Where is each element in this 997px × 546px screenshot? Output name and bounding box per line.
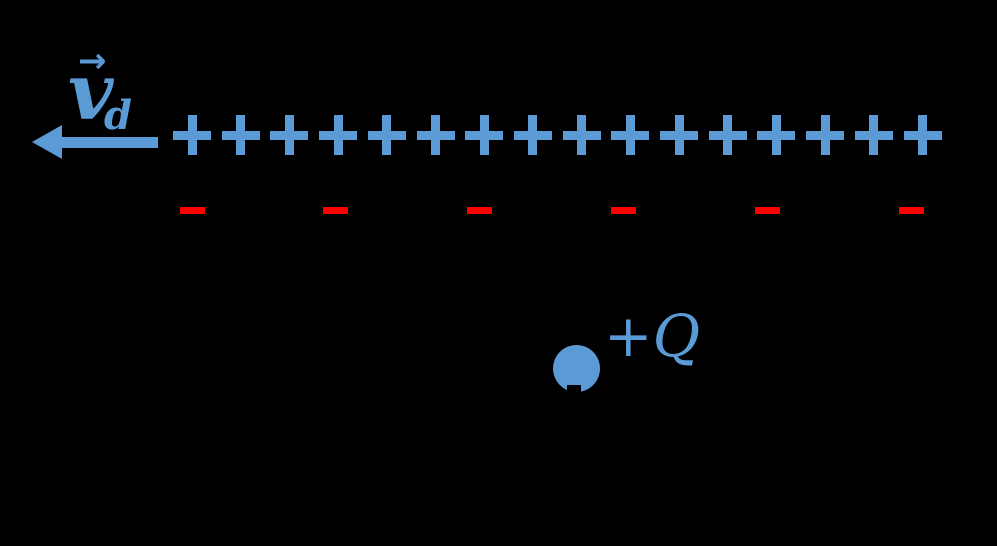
minus-charge-icon: [323, 207, 349, 214]
plus-charge-icon: [854, 115, 893, 155]
plus-charge-icon: [270, 115, 309, 155]
arrow-shaft: [60, 137, 158, 148]
minus-charge-icon: [179, 207, 205, 214]
plus-charge-icon: [416, 115, 455, 155]
plus-charge-icon: [221, 115, 260, 155]
vector-arrow-icon: →: [78, 41, 107, 81]
velocity-subscript: d: [104, 92, 132, 139]
minus-charge-icon: [754, 207, 780, 214]
minus-charge-icon: [898, 207, 924, 214]
point-charge-label: +Q: [604, 302, 701, 370]
plus-charge-icon: [611, 115, 650, 155]
negative-charge-row: [0, 207, 997, 215]
velocity-symbol: v: [68, 47, 114, 138]
plus-charge-icon: [708, 115, 747, 155]
plus-charge-icon: [562, 115, 601, 155]
plus-charge-icon: [465, 115, 504, 155]
arrow-head-icon: [32, 125, 62, 159]
plus-charge-icon: [173, 115, 211, 155]
positive-charge-row: [0, 115, 997, 155]
minus-charge-icon: [467, 207, 493, 214]
plus-charge-icon: [513, 115, 552, 155]
plus-charge-icon: [367, 115, 406, 155]
plus-charge-icon: [806, 115, 845, 155]
point-charge-dot: [553, 345, 600, 392]
minus-charge-icon: [610, 207, 636, 214]
plus-charge-icon: [757, 115, 796, 155]
plus-charge-icon: [903, 115, 942, 155]
plus-charge-icon: [660, 115, 698, 155]
plus-charge-icon: [319, 115, 358, 155]
charge-dot-notch: [567, 385, 581, 393]
